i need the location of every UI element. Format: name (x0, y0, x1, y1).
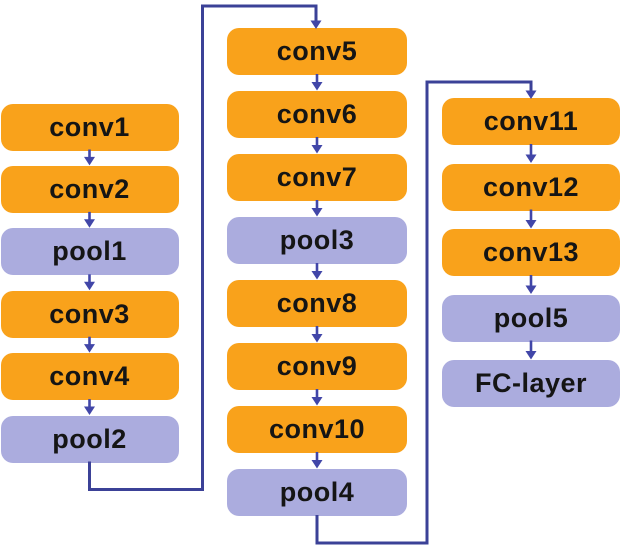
node-pool1: pool1 (0, 228, 179, 276)
down-arrow-icon (311, 208, 323, 217)
down-arrow-icon (84, 344, 95, 353)
node-conv10: conv10 (227, 406, 407, 453)
node-pool2: pool2 (0, 415, 179, 463)
down-arrow-icon (525, 285, 537, 294)
down-arrow-icon (311, 145, 323, 154)
down-arrow-icon (525, 220, 537, 229)
down-arrow-icon (311, 271, 323, 280)
node-conv9: conv9 (227, 343, 407, 390)
down-arrow-icon (525, 154, 537, 163)
down-arrow-icon (311, 460, 323, 469)
node-conv8: conv8 (227, 280, 407, 327)
down-arrow-icon (84, 406, 95, 415)
node-conv6: conv6 (227, 91, 407, 138)
node-fc-layer: FC-layer (442, 360, 620, 407)
node-conv2: conv2 (0, 165, 179, 213)
node-conv11: conv11 (442, 98, 620, 145)
down-arrow-icon (84, 156, 95, 166)
down-arrow-icon (84, 281, 95, 291)
down-arrow-icon (525, 351, 537, 360)
node-conv4: conv4 (0, 353, 179, 401)
node-pool4: pool4 (227, 469, 407, 516)
node-pool5: pool5 (442, 294, 620, 342)
node-conv5: conv5 (227, 28, 407, 75)
node-conv13: conv13 (442, 229, 620, 276)
down-arrow-icon (84, 219, 95, 228)
node-conv3: conv3 (0, 290, 179, 338)
node-conv12: conv12 (442, 163, 620, 211)
down-arrow-icon (311, 397, 323, 406)
node-conv7: conv7 (227, 154, 407, 201)
node-conv1: conv1 (0, 103, 179, 151)
node-pool3: pool3 (227, 217, 407, 264)
down-arrow-icon (311, 334, 323, 343)
down-arrow-icon (311, 82, 323, 91)
